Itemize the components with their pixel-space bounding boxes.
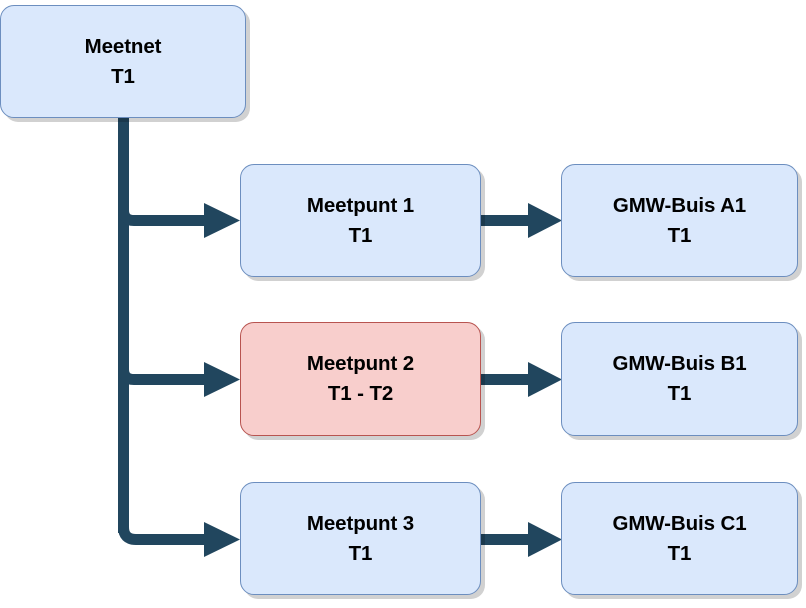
connector-meetnet-to-meetpunt-3: [118, 526, 208, 545]
node-meetnet-line1: Meetnet: [84, 34, 162, 58]
node-meetnet[interactable]: Meetnet T1: [0, 5, 246, 118]
node-gmw-buis-a1-line1: GMW-Buis A1: [612, 193, 747, 217]
node-gmw-buis-c1-line1: GMW-Buis C1: [612, 511, 747, 535]
arrowhead-gmw-buis-c1: [528, 522, 562, 557]
node-gmw-buis-a1[interactable]: GMW-Buis A1 T1: [561, 164, 798, 277]
arrowhead-gmw-buis-a1: [528, 203, 562, 238]
node-meetnet-line2: T1: [111, 64, 135, 88]
node-meetpunt-2-line1: Meetpunt 2: [306, 352, 415, 375]
arrowhead-meetpunt-1: [204, 203, 240, 238]
arrowhead-meetpunt-2: [204, 362, 240, 397]
node-gmw-buis-b1[interactable]: GMW-Buis B1 T1: [561, 322, 798, 436]
node-meetpunt-2[interactable]: Meetpunt 2 T1 - T2: [240, 322, 481, 436]
arrowhead-gmw-buis-b1: [528, 362, 562, 397]
node-meetpunt-1[interactable]: Meetpunt 1 T1: [240, 164, 481, 277]
connector-meetnet-to-meetpunt-1: [118, 209, 208, 226]
node-meetpunt-2-line2: T1 - T2: [327, 382, 394, 405]
connector-meetnet-to-meetpunt-2: [118, 368, 208, 385]
node-meetpunt-1-line2: T1: [348, 223, 373, 247]
node-meetpunt-1-line1: Meetpunt 1: [306, 193, 415, 217]
arrowhead-meetpunt-3: [204, 522, 240, 557]
node-gmw-buis-c1[interactable]: GMW-Buis C1 T1: [561, 482, 798, 595]
node-meetpunt-3-line2: T1: [348, 541, 373, 565]
node-gmw-buis-b1-line2: T1: [667, 382, 692, 405]
node-meetpunt-3-line1: Meetpunt 3: [306, 511, 415, 535]
node-gmw-buis-c1-line2: T1: [667, 541, 692, 565]
node-meetpunt-3[interactable]: Meetpunt 3 T1: [240, 482, 481, 595]
node-gmw-buis-b1-line1: GMW-Buis B1: [612, 352, 747, 375]
node-gmw-buis-a1-line2: T1: [667, 223, 692, 247]
